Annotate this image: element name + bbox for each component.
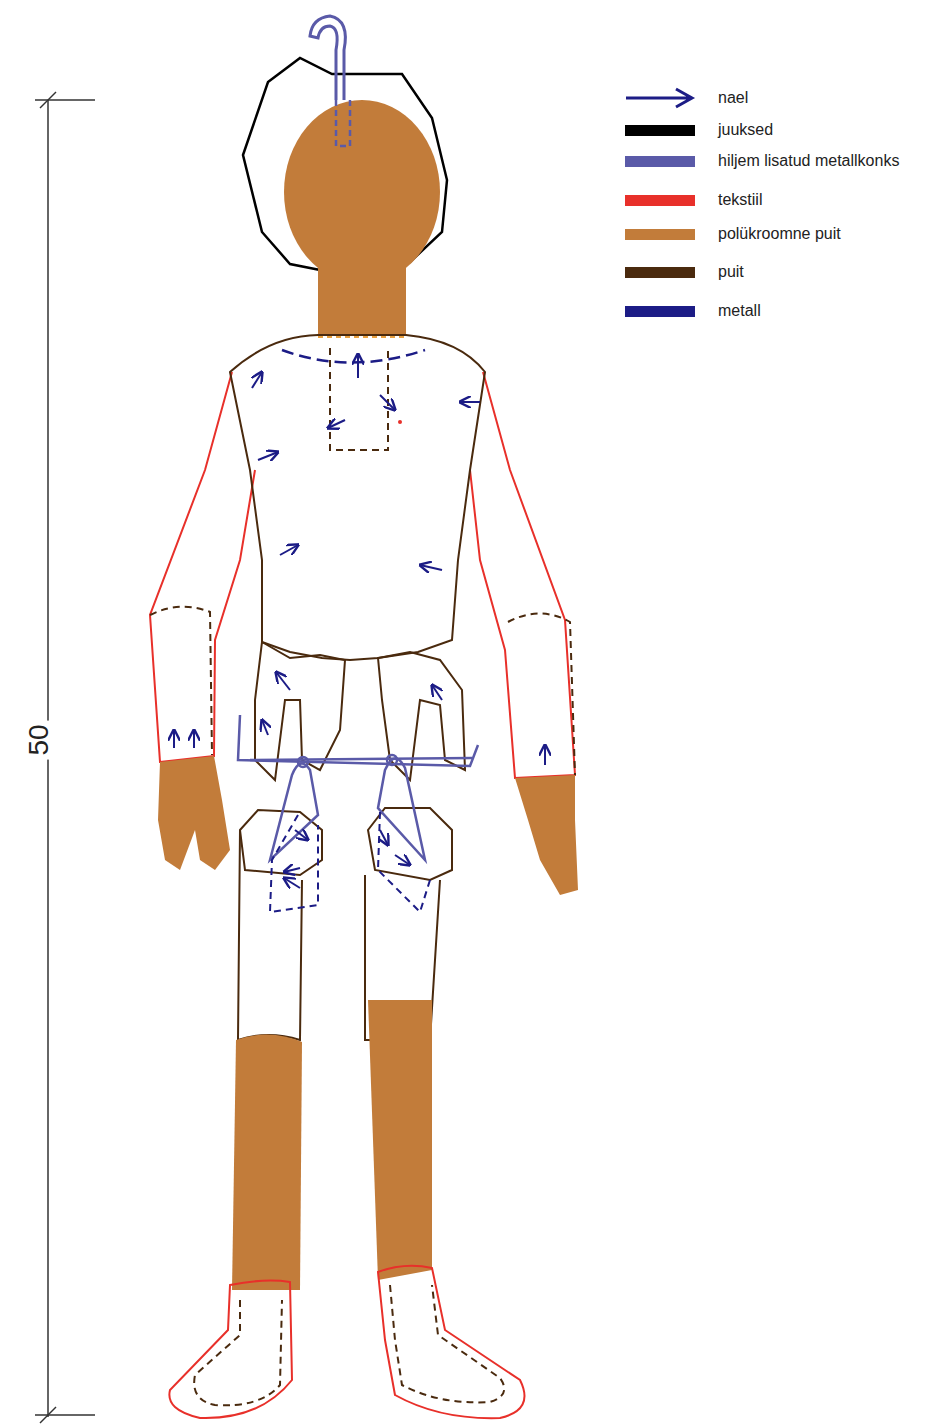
legend-swatch (625, 195, 695, 206)
legend-text: metall (718, 302, 761, 320)
legend-swatch (625, 156, 695, 167)
legend-text: hiljem lisatud metallkonks (718, 152, 899, 170)
legend-text: tekstiil (718, 191, 762, 209)
legend-text: polükroomne puit (718, 225, 841, 243)
legend-swatch (625, 306, 695, 317)
legend-text: juuksed (718, 121, 773, 139)
legend-text: nael (718, 89, 748, 107)
dimension-label: 50 (24, 721, 54, 760)
legend-swatch (625, 125, 695, 136)
legend-arrow-sample (624, 86, 696, 110)
legend-swatch (625, 229, 695, 240)
legend-swatch (625, 267, 695, 278)
legend-text: puit (718, 263, 744, 281)
